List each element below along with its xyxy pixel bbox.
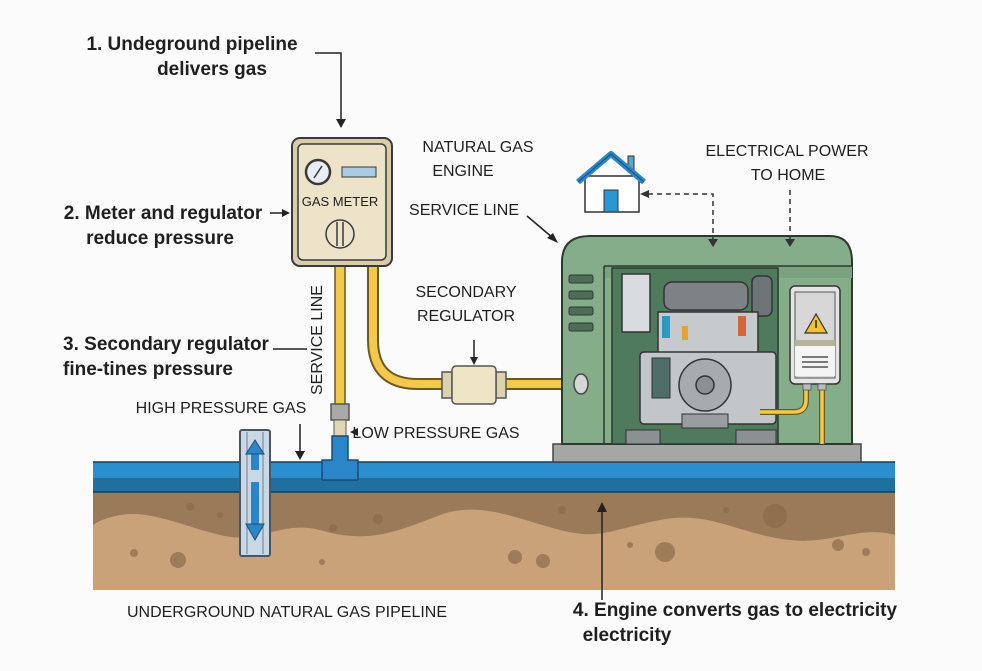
- riser-tee: [321, 435, 359, 481]
- svg-text:4. Engine converts gas to elec: 4. Engine converts gas to electricity: [573, 600, 898, 621]
- svg-text:ENGINE: ENGINE: [432, 163, 493, 180]
- power-dashed-lines: [648, 190, 791, 240]
- natural-gas-engine-label: NATURAL GAS ENGINE: [422, 139, 533, 180]
- arrowheads: [282, 119, 607, 512]
- service-line-vertical-label: SERVICE LINE: [309, 285, 326, 395]
- svg-text:REGULATOR: REGULATOR: [417, 308, 515, 325]
- svg-text:2. Meter and regulator: 2. Meter and regulator: [64, 203, 263, 224]
- gas-inlet: [573, 373, 589, 395]
- svg-text:reduce pressure: reduce pressure: [86, 228, 234, 249]
- ground-surface-bottom: [93, 478, 895, 492]
- service-riser: [321, 261, 359, 481]
- generator-enclosure: [552, 235, 862, 463]
- ground: [93, 461, 895, 590]
- power-arrowheads: [640, 190, 795, 247]
- vent-slots: [568, 274, 594, 332]
- control-panel: [789, 285, 841, 391]
- gas-pipe-to-generator: [367, 256, 584, 390]
- underground-pipeline-vertical: [239, 429, 271, 557]
- high-pressure-gas-label: HIGH PRESSURE GAS: [136, 400, 307, 417]
- svg-text:3. Secondary regulator: 3. Secondary regulator: [63, 334, 270, 355]
- flow-up-arrow-icon: [245, 439, 265, 470]
- svg-text:TO HOME: TO HOME: [751, 167, 825, 184]
- soil-pebbles: [130, 503, 870, 568]
- flow-down-arrow-icon: [245, 482, 265, 542]
- leader-lines: [270, 52, 603, 600]
- secondary-regulator-label: SECONDARY REGULATOR: [415, 284, 516, 325]
- engine: [621, 273, 777, 445]
- svg-text:ELECTRICAL POWER: ELECTRICAL POWER: [706, 143, 869, 160]
- service-line-label: SERVICE LINE: [409, 202, 519, 219]
- warning-icon: [803, 312, 829, 334]
- gas-meter: GAS METER: [291, 137, 393, 267]
- gas-meter-label: GAS METER: [302, 194, 379, 209]
- svg-text:delivers gas: delivers gas: [157, 59, 267, 80]
- svg-text:fine-tines pressure: fine-tines pressure: [63, 359, 233, 380]
- secondary-regulator: [441, 340, 507, 405]
- step-2-label: 2. Meter and regulator reduce pressure: [64, 203, 263, 249]
- underground-pipeline-label: UNDERGROUND NATURAL GAS PIPELINE: [127, 604, 447, 621]
- svg-text:electricity: electricity: [583, 625, 672, 646]
- svg-text:SECONDARY: SECONDARY: [415, 284, 516, 301]
- house-icon: [576, 151, 646, 213]
- step-3-label: 3. Secondary regulator fine-tines pressu…: [63, 334, 270, 380]
- electrical-power-label: ELECTRICAL POWER TO HOME: [706, 143, 869, 184]
- svg-text:NATURAL GAS: NATURAL GAS: [422, 139, 533, 156]
- step-1-label: 1. Undeground pipeline delivers gas: [86, 34, 297, 80]
- soil-dark: [93, 490, 895, 541]
- low-pressure-gas-label: LOW PRESSURE GAS: [352, 425, 519, 442]
- meter-valve-icon: [325, 219, 355, 249]
- svg-text:1. Undeground pipeline: 1. Undeground pipeline: [86, 34, 297, 55]
- ground-surface-top: [93, 462, 895, 480]
- step-4-label: 4. Engine converts gas to electricity el…: [573, 600, 898, 646]
